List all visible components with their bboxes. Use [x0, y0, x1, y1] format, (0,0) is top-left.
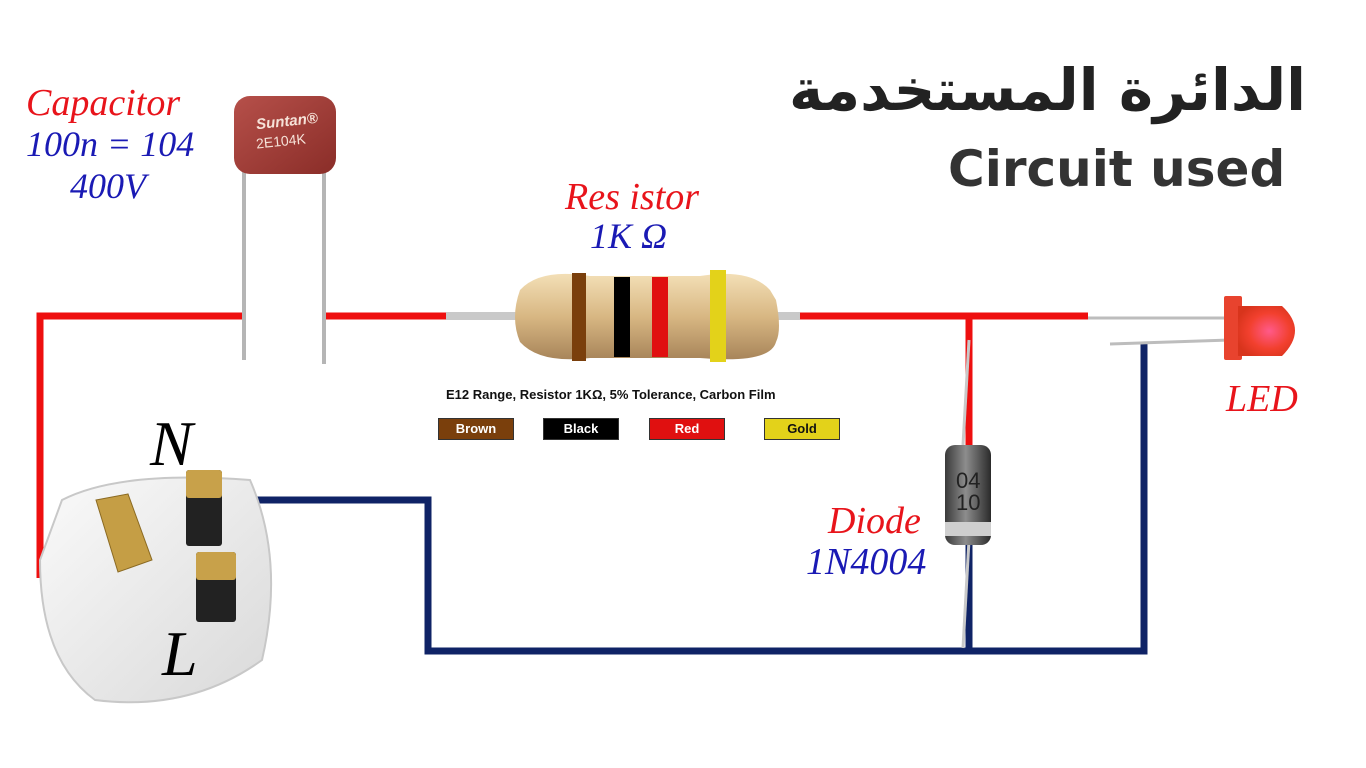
color-swatch-black: Black [543, 418, 619, 440]
capacitor-voltage: 400V [70, 166, 146, 206]
capacitor-value: 100n = 104 [26, 124, 195, 164]
led [1088, 296, 1295, 360]
resistor-band-gold [710, 270, 726, 362]
color-swatch-red: Red [649, 418, 725, 440]
plug [38, 470, 273, 704]
resistor-label: Res istor [565, 176, 700, 218]
diode [945, 339, 991, 649]
resistor-band-red [652, 277, 668, 357]
title-english: Circuit used [948, 140, 1286, 198]
color-swatch-gold: Gold [764, 418, 840, 440]
resistor-value: 1K Ω [590, 216, 668, 256]
resistor-spec-text: E12 Range, Resistor 1KΩ, 5% Tolerance, C… [446, 387, 776, 402]
plug-earth-pin [95, 493, 153, 573]
led-label: LED [1226, 378, 1298, 420]
resistor-band-black [614, 277, 630, 357]
diode-label: Diode [828, 500, 921, 542]
capacitor-label: Capacitor [26, 82, 181, 124]
resistor-band-brown [572, 273, 586, 361]
resistor [446, 270, 800, 362]
diode-part-number: 1N4004 [806, 541, 927, 583]
color-swatch-brown: Brown [438, 418, 514, 440]
plug-neutral-label: N [150, 408, 193, 479]
plug-live-label: L [162, 618, 198, 689]
diode-marking: 04 10 [956, 468, 981, 515]
capacitor [234, 96, 336, 364]
title-arabic: الدائرة المستخدمة [789, 56, 1306, 124]
